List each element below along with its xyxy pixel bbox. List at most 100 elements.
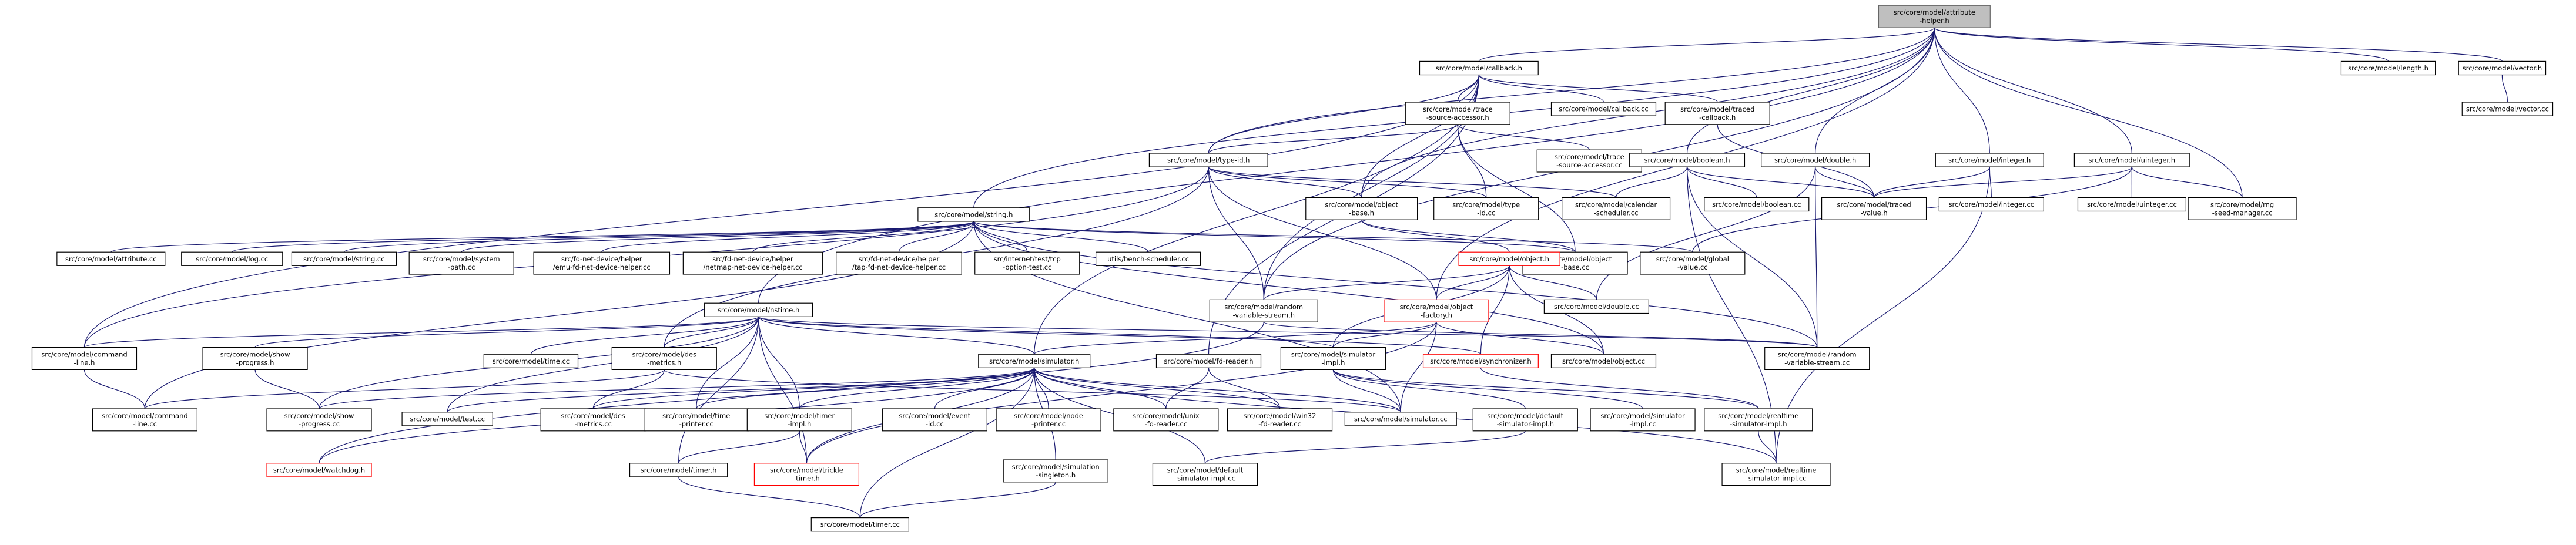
node-traced-callback-h[interactable]: src/core/model/traced-callback.h <box>1664 102 1770 125</box>
node-timer-h[interactable]: src/core/model/timer.h <box>629 463 728 477</box>
node-nstime-h[interactable]: src/core/model/nstime.h <box>704 302 813 317</box>
node-bench-scheduler[interactable]: utils/bench-scheduler.cc <box>1095 251 1201 266</box>
node-global-value-cc[interactable]: src/core/model/global-value.cc <box>1640 251 1746 275</box>
node-calendar-scheduler-cc[interactable]: src/core/model/calendar-scheduler.cc <box>1562 197 1671 220</box>
node-box <box>1148 153 1268 167</box>
node-time-printer-cc[interactable]: src/core/model/time-printer.cc <box>644 408 749 432</box>
node-length-h[interactable]: src/core/model/length.h <box>2340 60 2436 76</box>
node-command-line-cc[interactable]: src/core/model/command-line.cc <box>92 408 197 432</box>
node-show-progress-cc[interactable]: src/core/model/show-progress.cc <box>266 408 372 432</box>
node-uinteger-cc[interactable]: src/core/model/uinteger.cc <box>2077 197 2186 212</box>
edge-line <box>1361 68 1482 198</box>
edge-line <box>970 214 1693 253</box>
node-time-cc[interactable]: src/core/model/time.cc <box>483 354 579 368</box>
node-label: src/core/model/attribute <box>1894 8 1975 16</box>
node-event-id-cc[interactable]: src/core/model/event-id.cc <box>882 408 987 432</box>
node-default-simulator-impl-h[interactable]: src/core/model/default-simulator-impl.h <box>1472 408 1578 432</box>
node-box <box>882 408 987 432</box>
edge-line <box>1031 361 1401 413</box>
node-attribute-helper[interactable]: src/core/model/attribute-helper.h <box>1878 5 1991 28</box>
node-fd-reader-h[interactable]: src/core/model/fd-reader.h <box>1155 354 1262 368</box>
node-show-progress-h[interactable]: src/core/model/show-progress.h <box>202 346 308 370</box>
node-system-path-cc[interactable]: src/core/model/system-path.cc <box>408 251 514 275</box>
node-label: src/core/model/time.cc <box>493 357 570 365</box>
node-default-simulator-impl-cc[interactable]: src/core/model/default-simulator-impl.cc <box>1152 463 1258 486</box>
node-type-id-h[interactable]: src/core/model/type-id.h <box>1148 153 1268 167</box>
node-node-printer-cc[interactable]: src/core/model/node-printer.cc <box>996 408 1101 432</box>
node-label: src/fd-net-device/helper <box>859 255 940 263</box>
node-object-h[interactable]: src/core/model/object.h <box>1458 251 1560 266</box>
node-unix-fd-reader-cc[interactable]: src/core/model/unix-fd-reader.cc <box>1113 408 1219 432</box>
node-object-base-h[interactable]: src/core/model/object-base.h <box>1305 197 1418 220</box>
edge-simulator-impl-h-to-simulator-cc <box>1330 363 1401 412</box>
edge-simulator-impl-h-to-simulator-impl-cc <box>1330 363 1643 409</box>
node-vector-h[interactable]: src/core/model/vector.h <box>2458 60 2547 76</box>
node-boolean-cc[interactable]: src/core/model/boolean.cc <box>1704 197 1810 212</box>
node-simulator-h[interactable]: src/core/model/simulator.h <box>978 354 1091 368</box>
node-label: -impl.cc <box>1629 420 1656 428</box>
node-trace-source-accessor-h[interactable]: src/core/model/trace-source-accessor.h <box>1405 102 1510 125</box>
node-des-metrics-h[interactable]: src/core/model/des-metrics.h <box>611 346 717 370</box>
node-label: src/core/model/length.h <box>2348 64 2428 72</box>
node-trickle-timer-h[interactable]: src/core/model/trickle-timer.h <box>753 463 860 486</box>
node-command-line-h[interactable]: src/core/model/command-line.h <box>31 346 138 370</box>
node-double-h[interactable]: src/core/model/double.h <box>1761 153 1870 167</box>
node-realtime-simulator-impl-h[interactable]: src/core/model/realtime-simulator-impl.h <box>1704 408 1813 432</box>
node-random-variable-stream-cc[interactable]: src/core/model/random-variable-stream.cc <box>1764 346 1870 370</box>
node-callback-h[interactable]: src/core/model/callback.h <box>1419 60 1539 76</box>
node-label: -path.cc <box>448 263 475 271</box>
node-traced-value-h[interactable]: src/core/model/traced-value.h <box>1821 197 1927 220</box>
node-label: /tap-fd-net-device-helper.cc <box>852 263 946 271</box>
edge-uinteger-h-to-rng-seed-manager-cc <box>2129 160 2243 198</box>
node-label: -metrics.h <box>647 359 681 367</box>
node-label: src/core/model/show <box>284 412 354 420</box>
node-uinteger-h[interactable]: src/core/model/uinteger.h <box>2073 153 2190 167</box>
node-tap-fd-net[interactable]: src/fd-net-device/helper/tap-fd-net-devi… <box>836 251 962 275</box>
node-tcp-option-test[interactable]: src/internet/test/tcp-option-test.cc <box>974 251 1080 275</box>
node-watchdog-h[interactable]: src/core/model/watchdog.h <box>266 463 372 477</box>
node-simulation-singleton-h[interactable]: src/core/model/simulation-singleton.h <box>1003 459 1108 483</box>
node-label: src/core/model/time <box>662 412 730 420</box>
node-timer-impl-h[interactable]: src/core/model/timer-impl.h <box>746 408 852 432</box>
edge-line <box>1776 160 1993 463</box>
node-attribute-cc[interactable]: src/core/model/attribute.cc <box>56 251 166 266</box>
node-double-cc[interactable]: src/core/model/double.cc <box>1543 299 1649 314</box>
node-win32-fd-reader-cc[interactable]: src/core/model/win32-fd-reader.cc <box>1227 408 1333 432</box>
node-label: src/core/model/type <box>1452 200 1520 208</box>
node-random-variable-stream-h[interactable]: src/core/model/random-variable-stream.h <box>1209 299 1318 322</box>
edge-line <box>1031 361 1167 409</box>
edge-line <box>110 214 977 253</box>
node-test-cc[interactable]: src/core/model/test.cc <box>401 412 493 426</box>
node-label: src/core/model/random <box>1778 351 1857 359</box>
node-simulator-cc[interactable]: src/core/model/simulator.cc <box>1344 412 1457 426</box>
node-realtime-simulator-impl-cc[interactable]: src/core/model/realtime-simulator-impl.c… <box>1721 463 1831 486</box>
node-trace-source-accessor-cc[interactable]: src/core/model/trace-source-accessor.cc <box>1536 149 1642 173</box>
node-simulator-impl-cc[interactable]: src/core/model/simulator-impl.cc <box>1590 408 1696 432</box>
node-integer-cc[interactable]: src/core/model/integer.cc <box>1938 197 2044 212</box>
node-box <box>1280 346 1386 370</box>
node-label: src/core/model/integer.cc <box>1949 200 2035 208</box>
node-simulator-impl-h[interactable]: src/core/model/simulator-impl.h <box>1280 346 1386 370</box>
node-type-id-cc[interactable]: src/core/model/type-id.cc <box>1433 197 1539 220</box>
node-timer-cc[interactable]: src/core/model/timer.cc <box>810 517 909 532</box>
node-integer-h[interactable]: src/core/model/integer.h <box>1935 153 2044 167</box>
node-label: src/core/model/rng <box>2210 200 2274 208</box>
node-label: src/core/model/vector.h <box>2463 64 2542 72</box>
node-boolean-h[interactable]: src/core/model/boolean.h <box>1629 153 1746 167</box>
node-object-factory-h[interactable]: src/core/model/object-factory.h <box>1384 299 1489 322</box>
node-netmap-fd-net[interactable]: src/fd-net-device/helper/netmap-net-devi… <box>682 251 823 275</box>
node-vector-cc[interactable]: src/core/model/vector.cc <box>2461 102 2554 116</box>
node-log-cc[interactable]: src/core/model/log.cc <box>181 251 283 266</box>
edge-line <box>1873 160 2135 198</box>
node-string-cc[interactable]: src/core/model/string.cc <box>291 251 397 266</box>
node-string-h[interactable]: src/core/model/string.h <box>917 207 1030 222</box>
node-callback-cc[interactable]: src/core/model/callback.cc <box>1550 102 1657 116</box>
edge-vector-h-to-vector-cc <box>2499 68 2508 103</box>
node-label: -progress.cc <box>299 420 340 428</box>
node-rng-seed-manager-cc[interactable]: src/core/model/rng-seed-manager.cc <box>2188 197 2297 220</box>
node-object-cc[interactable]: src/core/model/object.cc <box>1550 354 1657 368</box>
node-des-metrics-cc[interactable]: src/core/model/des-metrics.cc <box>540 408 646 432</box>
node-synchronizer-h[interactable]: src/core/model/synchronizer.h <box>1422 354 1539 368</box>
node-emu-fd-net[interactable]: src/fd-net-device/helper/emu-fd-net-devi… <box>533 251 671 275</box>
edge-line <box>755 310 800 409</box>
